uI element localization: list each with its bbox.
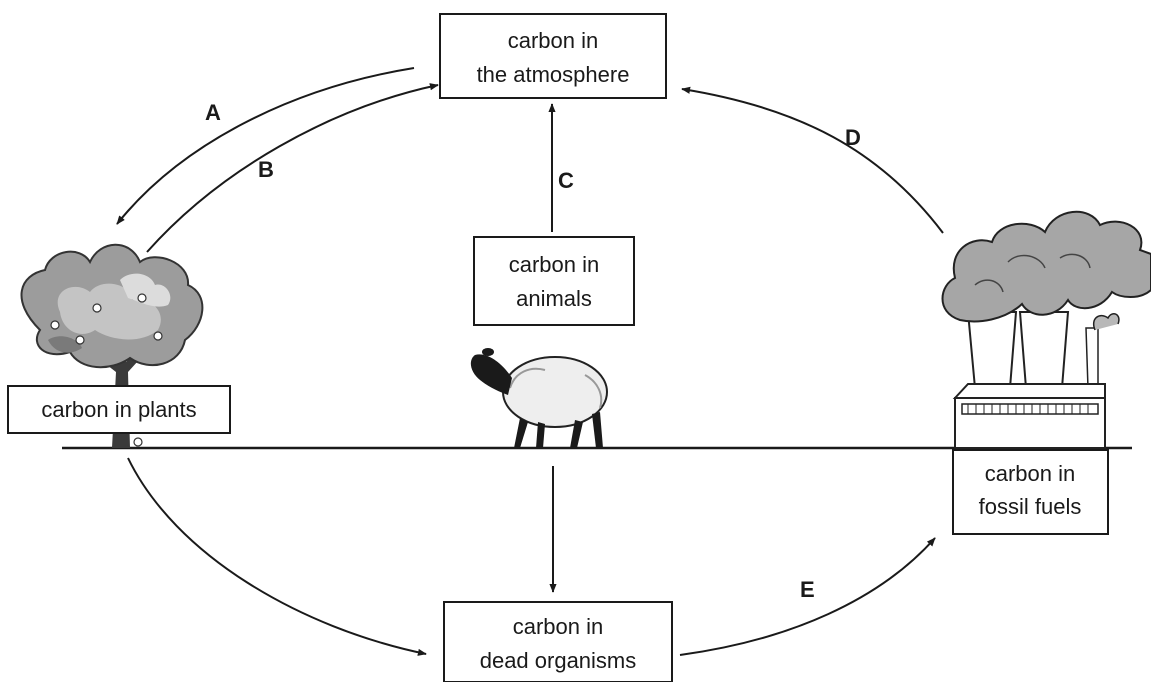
arrow-plants-to-dead bbox=[127, 457, 427, 656]
box-dead-organisms: carbon in dead organisms bbox=[443, 601, 673, 682]
atmosphere-line2: the atmosphere bbox=[477, 62, 630, 87]
label-b: B bbox=[258, 157, 274, 182]
arrow-d bbox=[681, 86, 944, 234]
box-plants: carbon in plants bbox=[7, 385, 231, 434]
arrow-a bbox=[116, 67, 415, 225]
dead-line1: carbon in bbox=[513, 614, 604, 639]
dead-line2: dead organisms bbox=[480, 648, 637, 673]
box-animals: carbon in animals bbox=[473, 236, 635, 326]
sheep-illustration bbox=[470, 348, 608, 448]
arrow-e bbox=[679, 537, 936, 656]
animals-line2: animals bbox=[516, 286, 592, 311]
animals-line1: carbon in bbox=[509, 252, 600, 277]
plants-label: carbon in plants bbox=[41, 397, 196, 422]
atmosphere-line1: carbon in bbox=[508, 28, 599, 53]
box-atmosphere: carbon in the atmosphere bbox=[439, 13, 667, 99]
tree-illustration bbox=[20, 243, 204, 448]
label-d: D bbox=[845, 125, 861, 150]
label-c: C bbox=[558, 168, 574, 193]
label-e: E bbox=[800, 577, 815, 602]
box-fossil-fuels: carbon in fossil fuels bbox=[952, 449, 1109, 535]
fossil-line2: fossil fuels bbox=[979, 494, 1082, 519]
fossil-line1: carbon in bbox=[985, 461, 1076, 486]
label-a: A bbox=[205, 100, 221, 125]
arrow-b bbox=[146, 83, 439, 253]
power-station-illustration bbox=[941, 210, 1151, 449]
